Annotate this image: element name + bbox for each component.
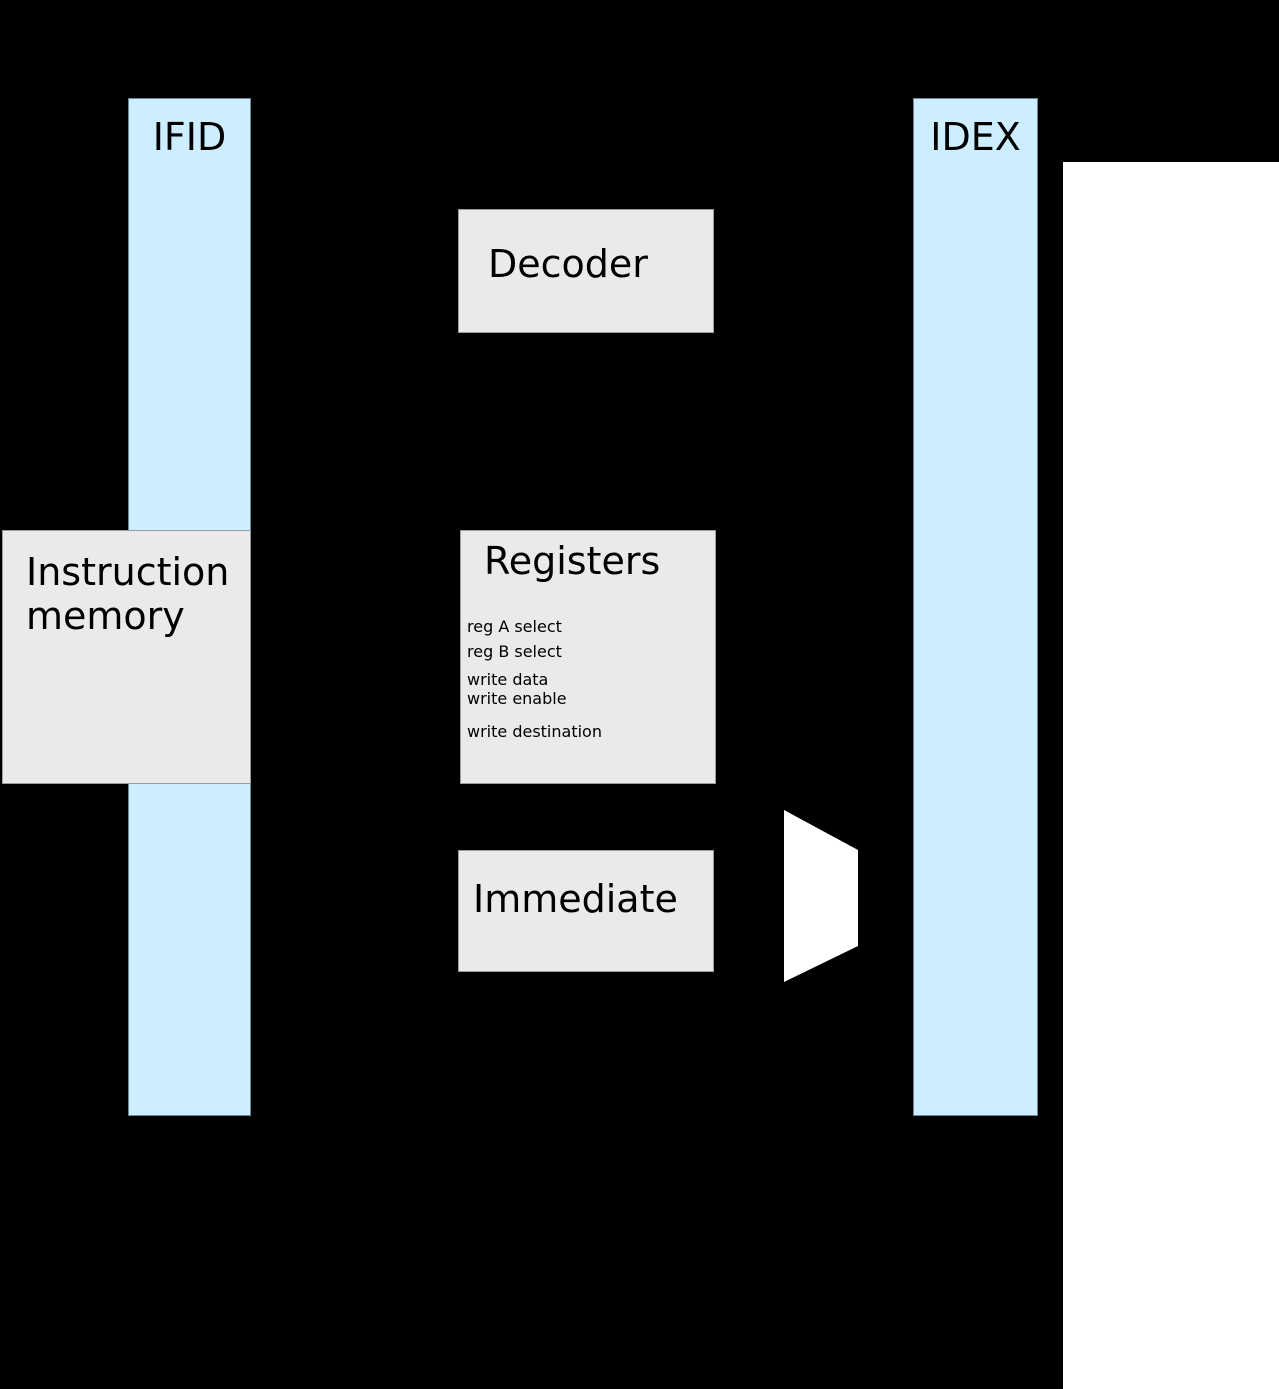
unit-instruction-memory-label: Instruction memory [26,550,230,638]
unit-decoder[interactable]: Decoder [458,209,714,333]
unit-instruction-memory[interactable]: Instruction memory [2,530,251,784]
port-write-enable: write enable [467,689,567,708]
unit-immediate-label: Immediate [473,877,678,921]
pipeline-register-idex-label: IDEX [930,115,1021,159]
port-reg-a-select: reg A select [467,617,562,636]
port-write-data: write data [467,670,549,689]
port-reg-b-select: reg B select [467,642,562,661]
right-white-panel [1063,162,1279,1389]
pipeline-register-ifid-label: IFID [152,115,227,159]
port-write-destination: write destination [467,722,602,741]
unit-registers-label: Registers [484,539,661,583]
operand-multiplexer[interactable] [784,810,858,982]
unit-decoder-label: Decoder [488,242,648,286]
unit-registers[interactable]: Registers reg A select reg B select writ… [460,530,716,784]
pipeline-register-idex[interactable]: IDEX [913,98,1038,1116]
unit-immediate[interactable]: Immediate [458,850,714,972]
